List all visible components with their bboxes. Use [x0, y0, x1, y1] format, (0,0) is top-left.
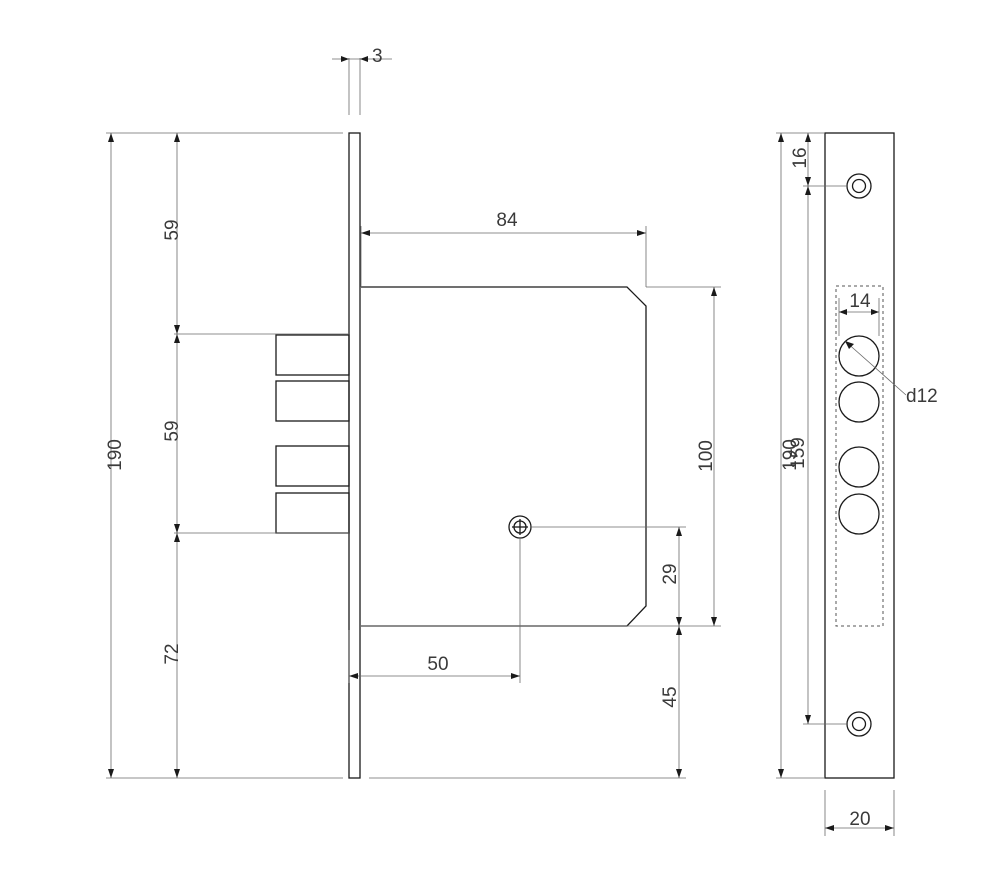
dim-bolt-span: 59: [162, 420, 183, 441]
dim-hole-diameter: d12: [906, 386, 938, 407]
cylinder-hole-2: [838, 381, 880, 423]
side-dimension-texts: 190 159 16 14 d12 20: [780, 147, 938, 830]
dim-hole-spacing-width: 14: [849, 291, 871, 312]
dim-plate-thickness: 3: [372, 46, 383, 67]
dim-total-height-side: 190: [780, 439, 801, 471]
front-view: [275, 132, 647, 779]
front-dimension-lines: [108, 56, 717, 778]
dim-backset: 50: [427, 654, 448, 675]
dim-case-width: 84: [496, 210, 518, 231]
side-dimension-lines: [778, 133, 907, 831]
dim-case-height: 100: [696, 440, 717, 472]
dim-bottom-to-case: 45: [660, 686, 681, 707]
side-extension-lines: [776, 132, 895, 836]
dim-faceplate-width: 20: [849, 809, 870, 830]
bolt-2: [275, 380, 350, 422]
faceplate-side: [824, 132, 895, 779]
dim-screw-spacing: 159: [788, 437, 809, 469]
cylinder-hole-3: [838, 446, 880, 488]
cylinder-hole-4: [838, 493, 880, 535]
faceplate-front: [348, 132, 361, 779]
lock-case-body: [361, 286, 647, 627]
screw-hole-bottom: [846, 711, 872, 737]
screw-hole-top: [846, 173, 872, 199]
spindle-hole: [508, 515, 532, 539]
bolt-1: [275, 334, 350, 376]
front-dimension-texts: 3 190 59 59 72 84 100 29 45 50: [105, 46, 717, 708]
dim-total-height-front: 190: [105, 439, 126, 471]
dim-lower-offset: 72: [162, 643, 183, 664]
cylinder-hole-1: [838, 335, 880, 377]
cylinder-zone-dashed: [835, 285, 884, 627]
side-view: [824, 132, 895, 779]
dim-spindle-from-bottom: 29: [660, 563, 681, 584]
bolt-3: [275, 445, 350, 487]
dim-top-screw-offset: 16: [790, 147, 811, 168]
bolt-4: [275, 492, 350, 534]
front-extension-lines: [106, 58, 721, 779]
dim-upper-offset: 59: [162, 219, 183, 240]
